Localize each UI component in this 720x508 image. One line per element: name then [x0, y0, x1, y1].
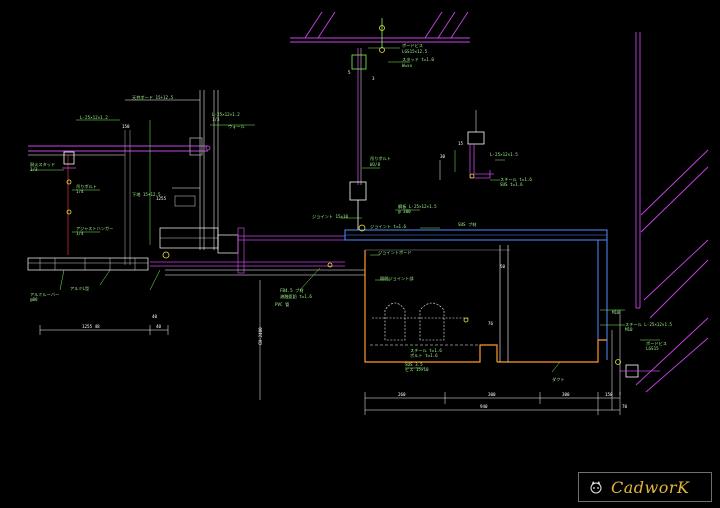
- label-right-b: スチール t=1.6: [500, 177, 532, 182]
- dim-d11: 15: [458, 141, 464, 146]
- label-bot-b: ビス 15×10: [405, 366, 429, 372]
- label-top-right-a: ボードビス: [402, 42, 423, 48]
- label-mid-b: ジョイント t=1.6: [370, 224, 407, 230]
- label-left-bottom-a: アルミルーバー: [30, 292, 59, 298]
- dim-d2: 40: [156, 324, 162, 329]
- label-left-ceiling: 天井ボード 15+12.5: [132, 94, 174, 101]
- label-top-right-c: スタッド t=1.0: [402, 56, 434, 63]
- dim-d12: 30: [440, 154, 446, 159]
- label-left-mid-b: 1/3: [30, 167, 38, 172]
- label-bot-c: スチール t=1.6: [410, 348, 442, 353]
- logo-panel: CadworK: [578, 472, 712, 502]
- label-left-top-b: L-25×12×1.2: [212, 112, 240, 117]
- dim-d18: 5: [348, 70, 351, 75]
- label-right-c: SUS t=1.6: [500, 182, 523, 187]
- label-left-top-c: 1/3: [212, 117, 220, 122]
- label-beam-a: 鋼板 L-25×12×1.5: [398, 203, 437, 210]
- label-right-e: スチール L-25×12×1.5: [625, 322, 672, 327]
- label-left-ceiling-b: 下地 15+12.5: [132, 191, 161, 198]
- label-beam-b: @ 300: [398, 209, 411, 214]
- dim-d3: 40: [152, 314, 158, 319]
- right-anchor: [611, 310, 660, 410]
- label-pipe: PVC 管: [275, 301, 289, 308]
- label-mid-e: FB4.5 ブ材: [280, 287, 304, 293]
- left-ceiling-board: [27, 195, 365, 276]
- dim-d6: 940: [480, 404, 488, 409]
- logo-text: CadworK: [611, 478, 690, 497]
- right-wall: [635, 32, 709, 393]
- label-bot-d: ボルト t=1.6: [410, 352, 438, 358]
- label-right-f: M10: [625, 327, 633, 332]
- label-left-top-a: L-25×12×1.2: [80, 115, 108, 120]
- label-mid-wire-b: W3/8: [370, 162, 381, 167]
- label-mid-d: 照明ジョイント部: [380, 275, 414, 282]
- left-ceiling-frame: [28, 90, 219, 265]
- dim-d7: 300: [488, 392, 496, 397]
- ceiling-slab: [290, 11, 470, 43]
- dim-d10: 1255: [156, 196, 167, 201]
- label-left-mid-d: 1/4: [76, 189, 84, 194]
- label-duct: ダクト: [552, 376, 565, 383]
- bracket-detail: [454, 110, 494, 179]
- label-mid-f: 溶融亜鉛 t=1.6: [280, 293, 312, 300]
- label-mid-c: ジョイントボード: [378, 249, 412, 256]
- label-right-d: M10: [612, 310, 620, 315]
- label-left-mid-a: 耐火スタッド: [30, 161, 55, 168]
- label-beam-c: SUS ブ材: [458, 221, 476, 227]
- label-left-mid-c: 吊りボルト: [76, 183, 97, 190]
- dim-d13: 150: [122, 124, 130, 129]
- dimension-texts: 1255 48 40 40 CH-2400 260 940 300 300 15…: [82, 70, 628, 409]
- dim-d9: 150: [605, 392, 613, 397]
- label-bot-a: SUS 3.5: [405, 362, 423, 367]
- dim-d17: 3: [372, 76, 375, 81]
- dim-d8: 300: [562, 392, 570, 397]
- label-top-right-b: LGS15×12.5: [402, 49, 428, 54]
- label-right-g: ボードビス: [646, 340, 667, 346]
- label-mid-wire: 吊りボルト: [370, 155, 391, 162]
- dim-d1: 1255 48: [82, 324, 100, 329]
- label-mid-a: ジョイント 15×10: [312, 214, 349, 220]
- label-left-bottom-b: @80: [30, 297, 38, 302]
- light-fixtures: [372, 302, 470, 341]
- dim-d14: 70: [622, 404, 628, 409]
- duct-box: [364, 245, 607, 363]
- label-right-h: LGS15: [646, 346, 659, 351]
- label-left-low-a: アジャストハンガー: [76, 225, 113, 232]
- dim-d5: 260: [398, 392, 406, 397]
- label-left-bottom-c: アルミL型: [70, 285, 89, 292]
- dim-d16: 50: [500, 264, 506, 269]
- label-right-a: L-25×12×1.5: [490, 152, 518, 157]
- dim-d15: 76: [488, 321, 494, 326]
- label-left-low-b: 1/4: [76, 231, 84, 236]
- label-top-right-d: W=xx: [402, 63, 413, 68]
- cat-logo-icon: [590, 481, 602, 494]
- dim-d4: CH-2400: [258, 327, 263, 345]
- leader-lines: [30, 47, 660, 373]
- label-mid-top: ウォール: [228, 123, 245, 129]
- dimension-lines: [39, 99, 621, 415]
- hanger-bolt: [349, 18, 385, 230]
- left-anchors: [62, 47, 621, 365]
- annotations: ボードビス LGS15×12.5 スタッド t=1.0 W=xx L-25×12…: [30, 42, 672, 383]
